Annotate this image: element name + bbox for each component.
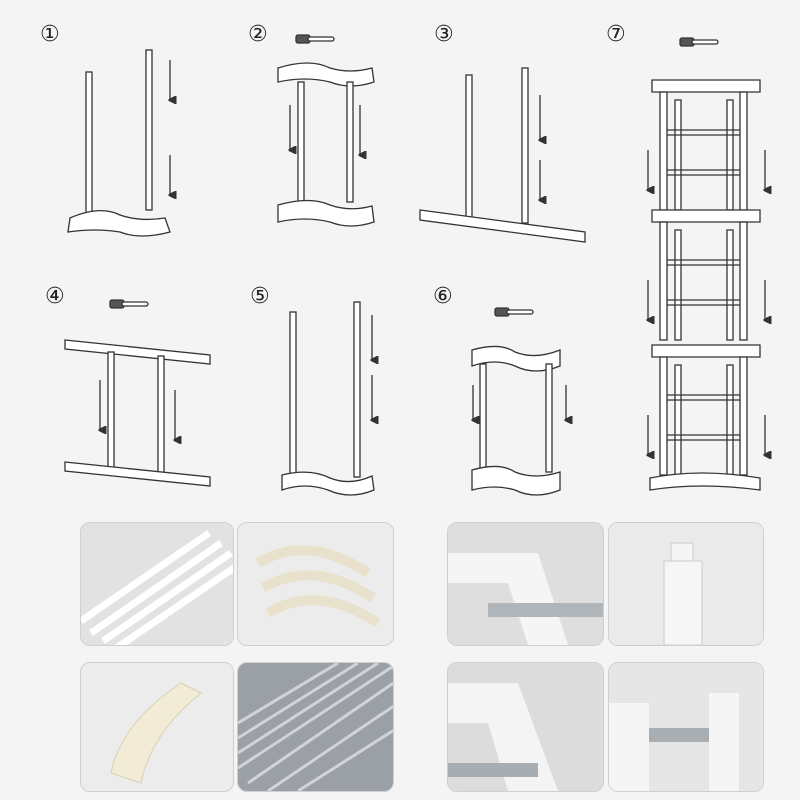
- photo-tube-connection: [608, 662, 764, 792]
- step-2-label: ②: [248, 22, 268, 47]
- step-1-label: ①: [40, 22, 60, 47]
- photo-plastic-connectors: [237, 522, 394, 646]
- step-7-drawing: [648, 37, 765, 491]
- photo-plastic-bracket: [80, 662, 234, 792]
- step-6-label: ⑥: [433, 284, 453, 309]
- photo-pole-end: [608, 522, 764, 646]
- step-3-label: ③: [434, 22, 454, 47]
- step-3-drawing: [419, 67, 586, 243]
- step-4-drawing: [64, 299, 211, 487]
- step-4-label: ④: [45, 284, 65, 309]
- step-5-label: ⑤: [250, 284, 270, 309]
- assembly-diagram: [64, 34, 800, 496]
- step-6-drawing: [471, 307, 566, 496]
- step-5-drawing: [281, 301, 374, 496]
- photo-joint-closeup-1: [447, 522, 604, 646]
- step-1-drawing: [67, 49, 170, 237]
- photo-joint-closeup-2: [447, 662, 604, 792]
- photo-shelf-rails: [80, 522, 234, 646]
- hammer-icon: [295, 34, 335, 44]
- step-2-drawing: [277, 34, 375, 227]
- step-7-label: ⑦: [606, 22, 626, 47]
- photo-metal-tubes: [237, 662, 394, 792]
